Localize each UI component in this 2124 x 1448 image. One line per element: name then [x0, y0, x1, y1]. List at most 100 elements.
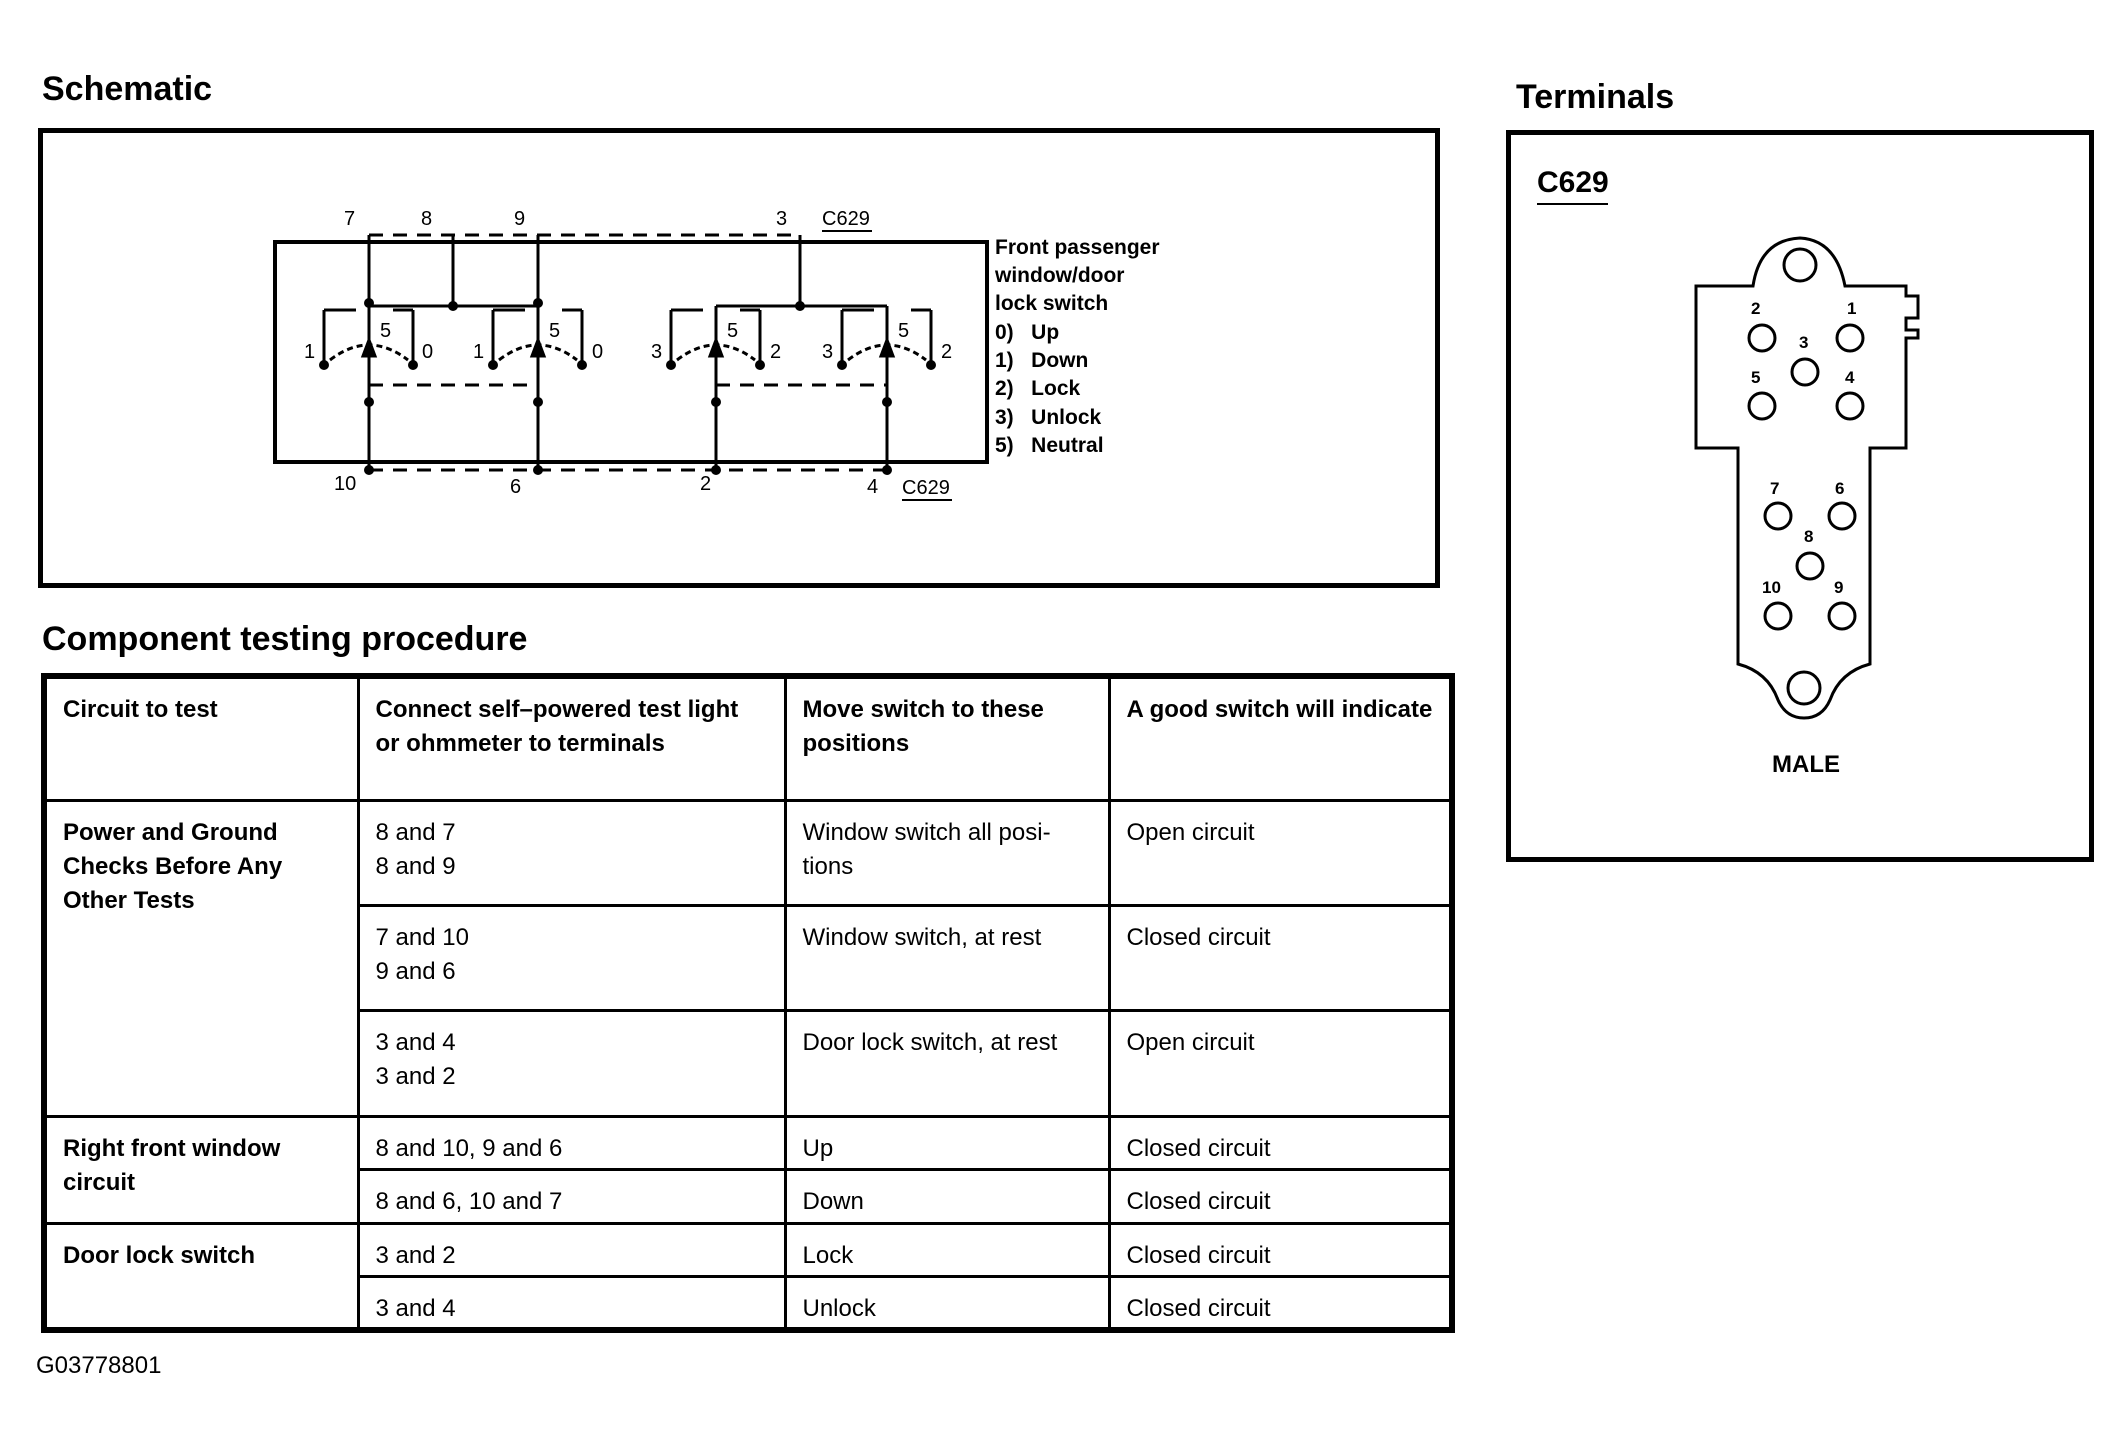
result-cell: Closed circuit [1107, 903, 1454, 1012]
position-cell: Door lock switch, at rest [783, 1008, 1111, 1119]
pin-5 [1747, 391, 1777, 421]
switch-pos-label: 1 [304, 341, 315, 363]
switch-pos-label: 5 [549, 320, 560, 342]
legend-line: 3) Unlock [995, 406, 1102, 429]
pin-label: 5 [1751, 368, 1760, 387]
terminal-label-10: 10 [334, 473, 356, 495]
terminals-connector-label: C629 [1537, 166, 1609, 199]
terminals-panel: C629 2 [1506, 130, 2094, 862]
junction-dots [319, 298, 936, 475]
connector-label-top: C629 [822, 208, 870, 230]
pin-1 [1835, 323, 1865, 353]
pin-6 [1827, 501, 1857, 531]
schematic-panel: 7 8 9 3 C629 10 6 2 4 C629 1 5 0 1 5 0 3… [38, 128, 1440, 588]
schematic-diagram: 7 8 9 3 C629 10 6 2 4 C629 1 5 0 1 5 0 3… [273, 208, 1160, 501]
figure-id: G03778801 [36, 1352, 162, 1379]
component-testing-table: Circuit to test Connect self–powered tes… [41, 673, 1455, 1333]
switch-pos-label: 5 [380, 320, 391, 342]
result-cell: Open circuit [1107, 1008, 1454, 1119]
position-cell: Lock [783, 1221, 1111, 1279]
result-cell: Closed circuit [1107, 1168, 1454, 1225]
terminals-cell: 8 and 6, 10 and 7 [356, 1168, 787, 1225]
schematic-heading: Schematic [42, 70, 213, 108]
legend-line: window/door [994, 264, 1124, 287]
connector-face-diagram: C629 2 [1537, 166, 1920, 778]
pin-label: 6 [1835, 479, 1844, 498]
position-cell: Unlock [783, 1275, 1111, 1332]
terminals-cell: 3 and 2 [356, 1221, 787, 1279]
table-row: 8 and 6, 10 and 7 Down Closed circuit [44, 1168, 1454, 1225]
position-cell: Window switch, at rest [783, 903, 1111, 1012]
connector-housing [1694, 236, 1920, 720]
col-header-circuit: Circuit to test [42, 674, 360, 803]
switch-pos-label: 2 [770, 341, 781, 363]
pin-3 [1790, 357, 1820, 387]
legend-line: 0) Up [995, 321, 1059, 344]
switch-pos-label: 1 [473, 341, 484, 363]
position-cell: Down [783, 1168, 1111, 1225]
terminal-label-8: 8 [421, 208, 432, 230]
connector-label-bottom: C629 [902, 477, 950, 499]
switch-win-b [491, 306, 584, 402]
pin-label: 10 [1762, 578, 1781, 597]
terminals-cell: 3 and 4 [356, 1275, 787, 1332]
procedure-heading: Component testing procedure [42, 620, 528, 658]
switch-lock-b [840, 306, 933, 402]
result-cell: Closed circuit [1107, 1115, 1454, 1172]
legend-line: lock switch [995, 292, 1108, 315]
mounting-hole-bottom [1786, 670, 1822, 706]
position-cell: Window switch all posi-tions [783, 799, 1111, 907]
position-cell: Up [783, 1115, 1111, 1172]
connector-gender: MALE [1772, 751, 1840, 778]
switch-pos-label: 0 [422, 341, 433, 363]
table-row: 3 and 4 Unlock Closed circuit [44, 1275, 1454, 1332]
switch-body [273, 240, 989, 464]
pin-labels: 2 1 3 5 4 7 6 8 10 9 [1751, 299, 1856, 597]
circuit-door-lock-switch: Door lock switch [42, 1221, 360, 1332]
pin-cavities [1747, 323, 1865, 631]
result-cell: Open circuit [1107, 799, 1454, 907]
pin-label: 7 [1770, 479, 1779, 498]
switch-lock-a [669, 306, 762, 402]
switch-legend: Front passenger window/door lock switch … [994, 236, 1160, 457]
pin-label: 3 [1799, 333, 1808, 352]
terminal-label-3: 3 [776, 208, 787, 230]
terminals-heading: Terminals [1516, 78, 1675, 116]
switch-pos-label: 3 [822, 341, 833, 363]
pin-8 [1795, 551, 1825, 581]
terminal-label-6: 6 [510, 476, 521, 498]
table-row: Door lock switch 3 and 2 Lock Closed cir… [42, 1221, 1454, 1332]
terminal-label-4: 4 [867, 476, 878, 498]
result-cell: Closed circuit [1107, 1275, 1454, 1332]
result-cell: Closed circuit [1107, 1221, 1454, 1279]
pin-2 [1747, 323, 1777, 353]
terminal-label-7: 7 [344, 208, 355, 230]
table-header-row: Circuit to test Connect self–powered tes… [42, 674, 1454, 803]
pin-9 [1827, 601, 1857, 631]
terminal-label-2: 2 [700, 473, 711, 495]
pin-label: 8 [1804, 527, 1813, 546]
mounting-hole-top [1782, 247, 1818, 283]
col-header-result: A good switch will indicate [1107, 674, 1454, 803]
switch-pos-label: 2 [941, 341, 952, 363]
legend-line: 2) Lock [995, 377, 1081, 400]
switch-pos-label: 3 [651, 341, 662, 363]
pin-label: 2 [1751, 299, 1760, 318]
pin-10 [1763, 601, 1793, 631]
legend-line: 1) Down [995, 349, 1088, 372]
pin-label: 1 [1847, 299, 1856, 318]
pin-4 [1835, 391, 1865, 421]
legend-line: 5) Neutral [995, 434, 1104, 457]
switch-pos-label: 0 [592, 341, 603, 363]
